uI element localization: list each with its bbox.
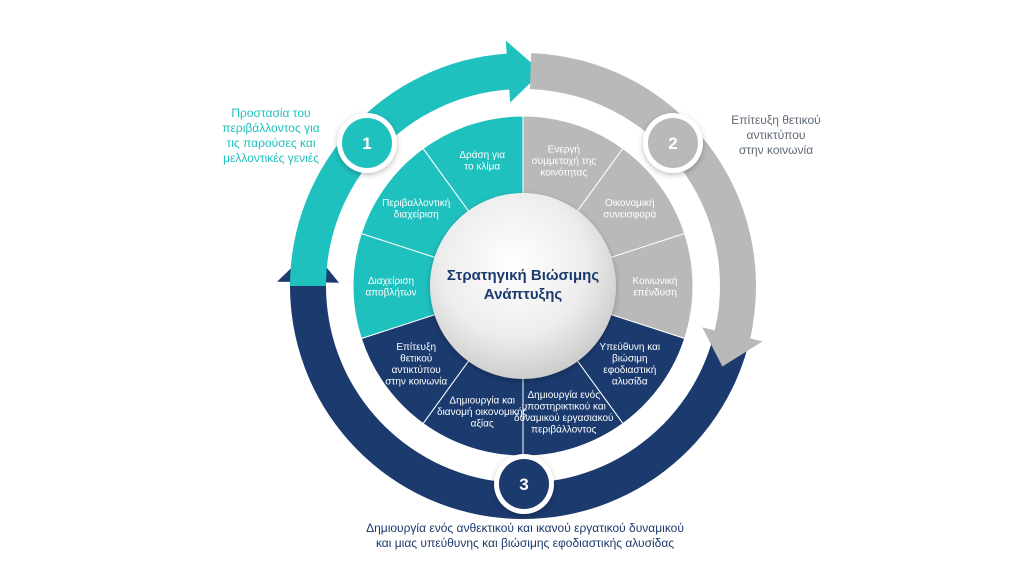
badge-pillar-1: 1 <box>337 113 397 173</box>
outer-arrow-ring <box>277 40 763 519</box>
badge-pillar-3: 3 <box>494 454 554 514</box>
arrow-pillar-2 <box>529 53 763 367</box>
badge-number-2: 2 <box>668 134 677 153</box>
arrow-pillar-3 <box>277 248 753 519</box>
pillar-3-callout: Δημιουργία ενός ανθεκτικού και ικανού ερ… <box>366 521 684 550</box>
inner-segment-ring <box>352 115 694 457</box>
arrow-pillar-1 <box>290 40 542 286</box>
badge-number-3: 3 <box>519 475 528 494</box>
pillar-1-callout: Προστασία του περιβάλλοντος για τις παρο… <box>222 106 320 165</box>
badge-pillar-2: 2 <box>643 113 703 173</box>
pillar-2-callout: Επίτευξη θετικού αντικτύπου στην κοινωνί… <box>731 113 821 157</box>
badge-number-1: 1 <box>362 134 371 153</box>
number-badges: 1 2 3 <box>337 113 703 514</box>
